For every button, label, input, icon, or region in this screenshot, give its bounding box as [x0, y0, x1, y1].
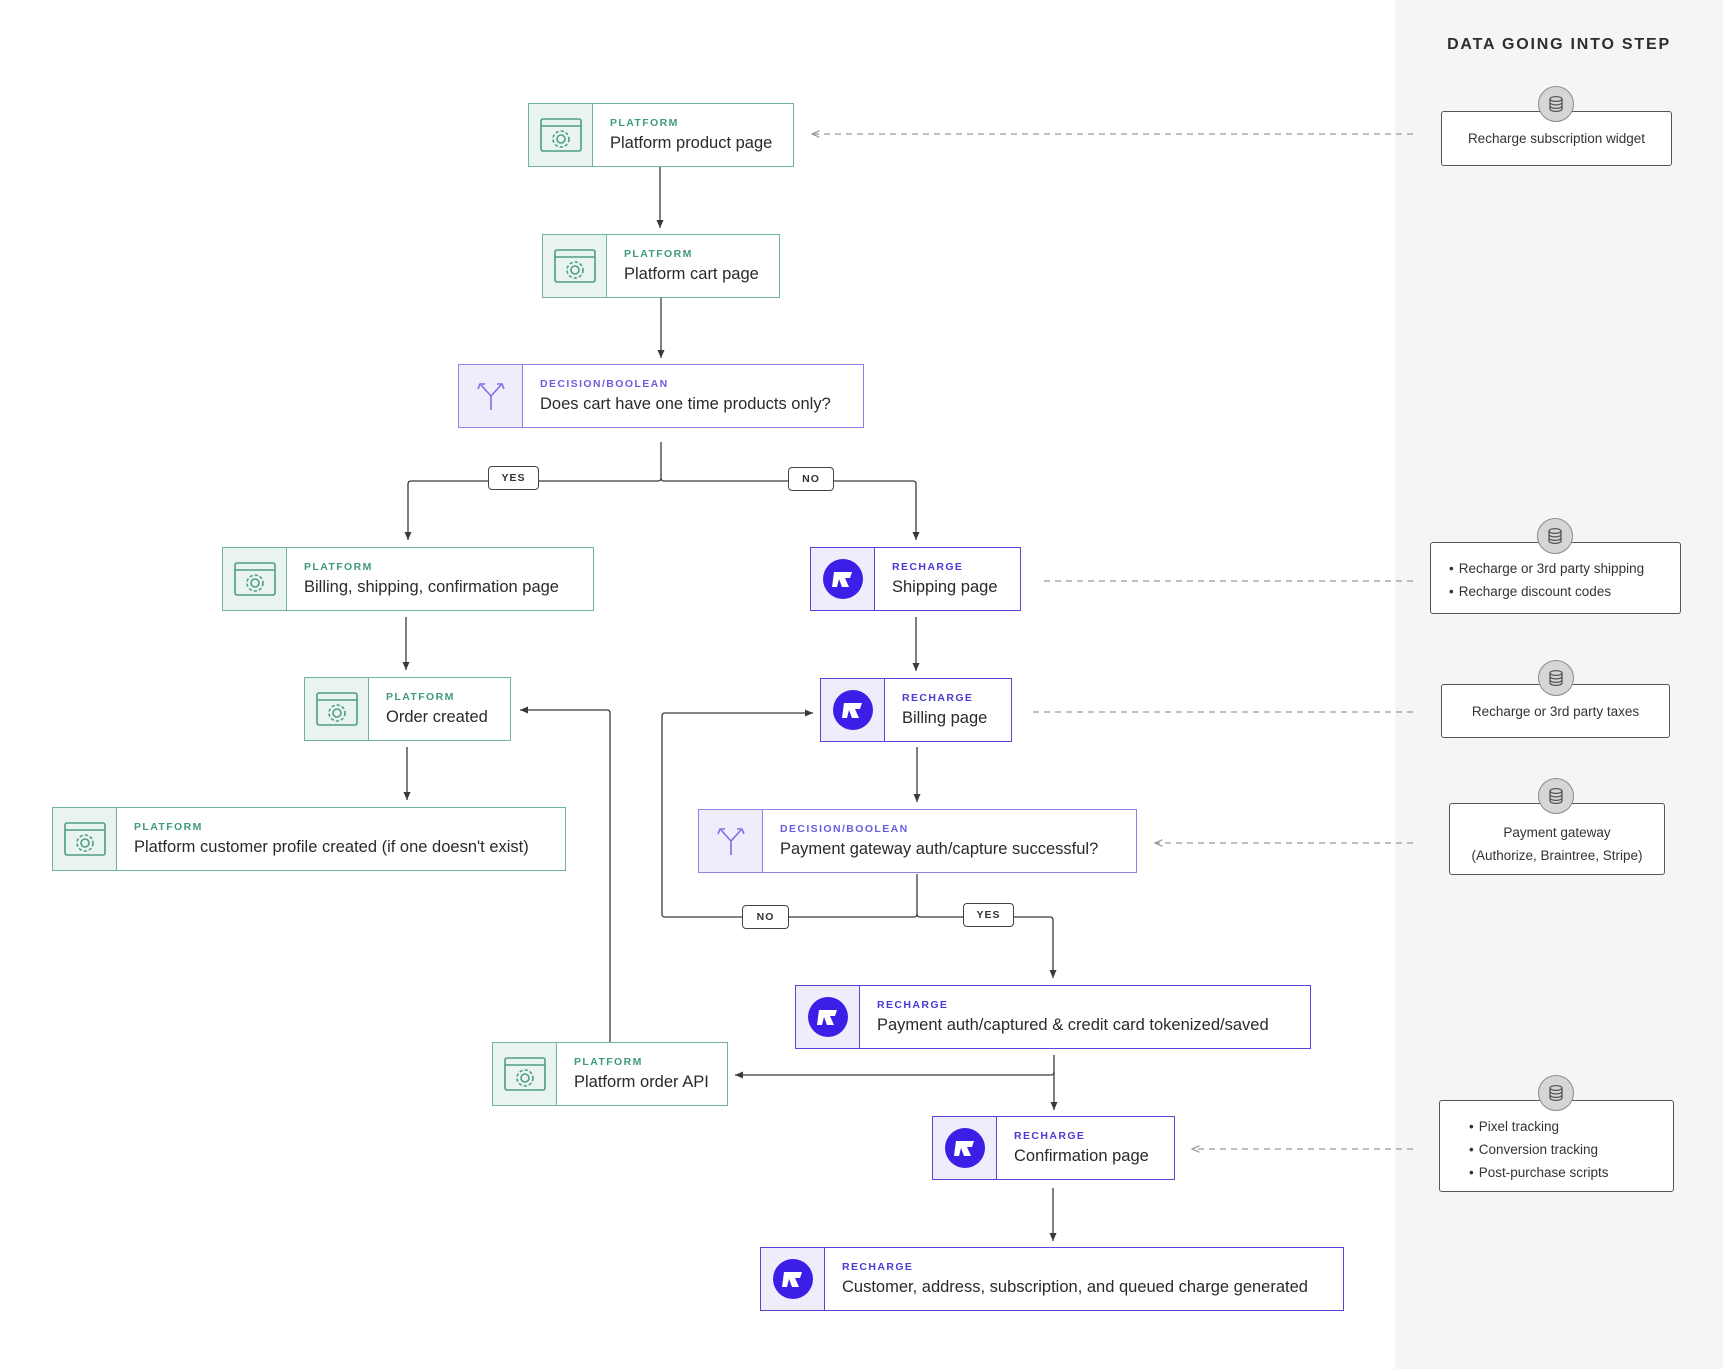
- node-label: Billing, shipping, confirmation page: [304, 578, 559, 596]
- node-category: PLATFORM: [304, 561, 373, 573]
- connector-decision-yes: [404, 442, 662, 540]
- node-platform-product-page[interactable]: PLATFORM Platform product page: [528, 103, 794, 167]
- recharge-logo-icon: [761, 1248, 825, 1310]
- node-category: DECISION/BOOLEAN: [540, 378, 669, 390]
- branch-label-payment-no: NO: [742, 905, 789, 929]
- node-label: Shipping page: [892, 578, 998, 596]
- database-icon: [1538, 778, 1574, 814]
- node-platform-cart-page[interactable]: PLATFORM Platform cart page: [542, 234, 780, 298]
- connector-captured-to-order-api: [735, 1071, 1055, 1079]
- database-icon: [1538, 86, 1574, 122]
- connector-payment-no-loop: [661, 709, 918, 918]
- data-box-text: Recharge subscription widget: [1467, 131, 1646, 146]
- recharge-logo-icon: [796, 986, 860, 1048]
- node-label: Payment auth/captured & credit card toke…: [877, 1016, 1269, 1034]
- node-recharge-confirmation-page[interactable]: RECHARGE Confirmation page: [932, 1116, 1175, 1180]
- node-category: PLATFORM: [610, 117, 679, 129]
- node-category: PLATFORM: [574, 1056, 643, 1068]
- node-decision-one-time-products[interactable]: DECISION/BOOLEAN Does cart have one time …: [458, 364, 864, 428]
- node-label: Platform customer profile created (if on…: [134, 838, 529, 856]
- data-box-text: Recharge or 3rd party taxes: [1471, 703, 1640, 719]
- data-box-item: Post-purchase scripts: [1469, 1161, 1673, 1184]
- node-category: RECHARGE: [902, 692, 974, 704]
- browser-gear-icon: [53, 808, 117, 870]
- data-box-tracking: Pixel tracking Conversion tracking Post-…: [1439, 1100, 1674, 1192]
- recharge-logo-icon: [821, 679, 885, 741]
- node-platform-order-created[interactable]: PLATFORM Order created: [304, 677, 511, 741]
- node-label: Does cart have one time products only?: [540, 395, 831, 413]
- browser-gear-icon: [305, 678, 369, 740]
- node-label: Payment gateway auth/capture successful?: [780, 840, 1099, 858]
- node-label: Platform order API: [574, 1073, 709, 1091]
- browser-gear-icon: [223, 548, 287, 610]
- node-platform-billing-shipping-confirmation[interactable]: PLATFORM Billing, shipping, confirmation …: [222, 547, 594, 611]
- branch-label-cart-yes: YES: [488, 466, 539, 490]
- browser-gear-icon: [543, 235, 607, 297]
- node-category: RECHARGE: [892, 561, 964, 573]
- node-category: DECISION/BOOLEAN: [780, 823, 909, 835]
- data-box-item: Pixel tracking: [1469, 1115, 1673, 1138]
- node-recharge-payment-captured[interactable]: RECHARGE Payment auth/captured & credit c…: [795, 985, 1311, 1049]
- node-decision-payment-gateway[interactable]: DECISION/BOOLEAN Payment gateway auth/cap…: [698, 809, 1137, 873]
- node-category: RECHARGE: [842, 1261, 914, 1273]
- connector-order-api-to-order-created: [520, 706, 611, 1042]
- node-label: Platform product page: [610, 134, 773, 152]
- browser-gear-icon: [493, 1043, 557, 1105]
- connector-payment-yes: [916, 913, 1057, 978]
- node-recharge-shipping-page[interactable]: RECHARGE Shipping page: [810, 547, 1021, 611]
- connector-decision-no: [660, 477, 920, 540]
- data-box-payment-gateway: Payment gateway (Authorize, Braintree, S…: [1449, 803, 1665, 875]
- node-category: RECHARGE: [877, 999, 949, 1011]
- browser-gear-icon: [529, 104, 593, 166]
- node-category: RECHARGE: [1014, 1130, 1086, 1142]
- data-box-text: (Authorize, Braintree, Stripe): [1471, 848, 1643, 863]
- node-category: PLATFORM: [386, 691, 455, 703]
- data-box-item: Recharge discount codes: [1449, 580, 1680, 603]
- node-platform-customer-profile[interactable]: PLATFORM Platform customer profile create…: [52, 807, 566, 871]
- split-arrow-icon: [699, 810, 763, 872]
- node-recharge-billing-page[interactable]: RECHARGE Billing page: [820, 678, 1012, 742]
- database-icon: [1538, 660, 1574, 696]
- recharge-logo-icon: [933, 1117, 997, 1179]
- data-box-text: Payment gateway: [1503, 825, 1611, 840]
- branch-label-payment-yes: YES: [963, 903, 1014, 927]
- node-label: Confirmation page: [1014, 1147, 1149, 1165]
- database-icon: [1538, 1075, 1574, 1111]
- node-recharge-customer-generated[interactable]: RECHARGE Customer, address, subscription,…: [760, 1247, 1344, 1311]
- data-inputs-panel-title: DATA GOING INTO STEP: [1447, 36, 1671, 53]
- split-arrow-icon: [459, 365, 523, 427]
- branch-label-cart-no: NO: [788, 467, 834, 491]
- node-category: PLATFORM: [134, 821, 203, 833]
- recharge-logo-icon: [811, 548, 875, 610]
- data-box-item: Conversion tracking: [1469, 1138, 1673, 1161]
- node-label: Customer, address, subscription, and que…: [842, 1278, 1308, 1296]
- node-category: PLATFORM: [624, 248, 693, 260]
- node-label: Order created: [386, 708, 488, 726]
- node-label: Platform cart page: [624, 265, 759, 283]
- node-platform-order-api[interactable]: PLATFORM Platform order API: [492, 1042, 728, 1106]
- data-box-item: Recharge or 3rd party shipping: [1449, 557, 1680, 580]
- database-icon: [1537, 518, 1573, 554]
- node-label: Billing page: [902, 709, 988, 727]
